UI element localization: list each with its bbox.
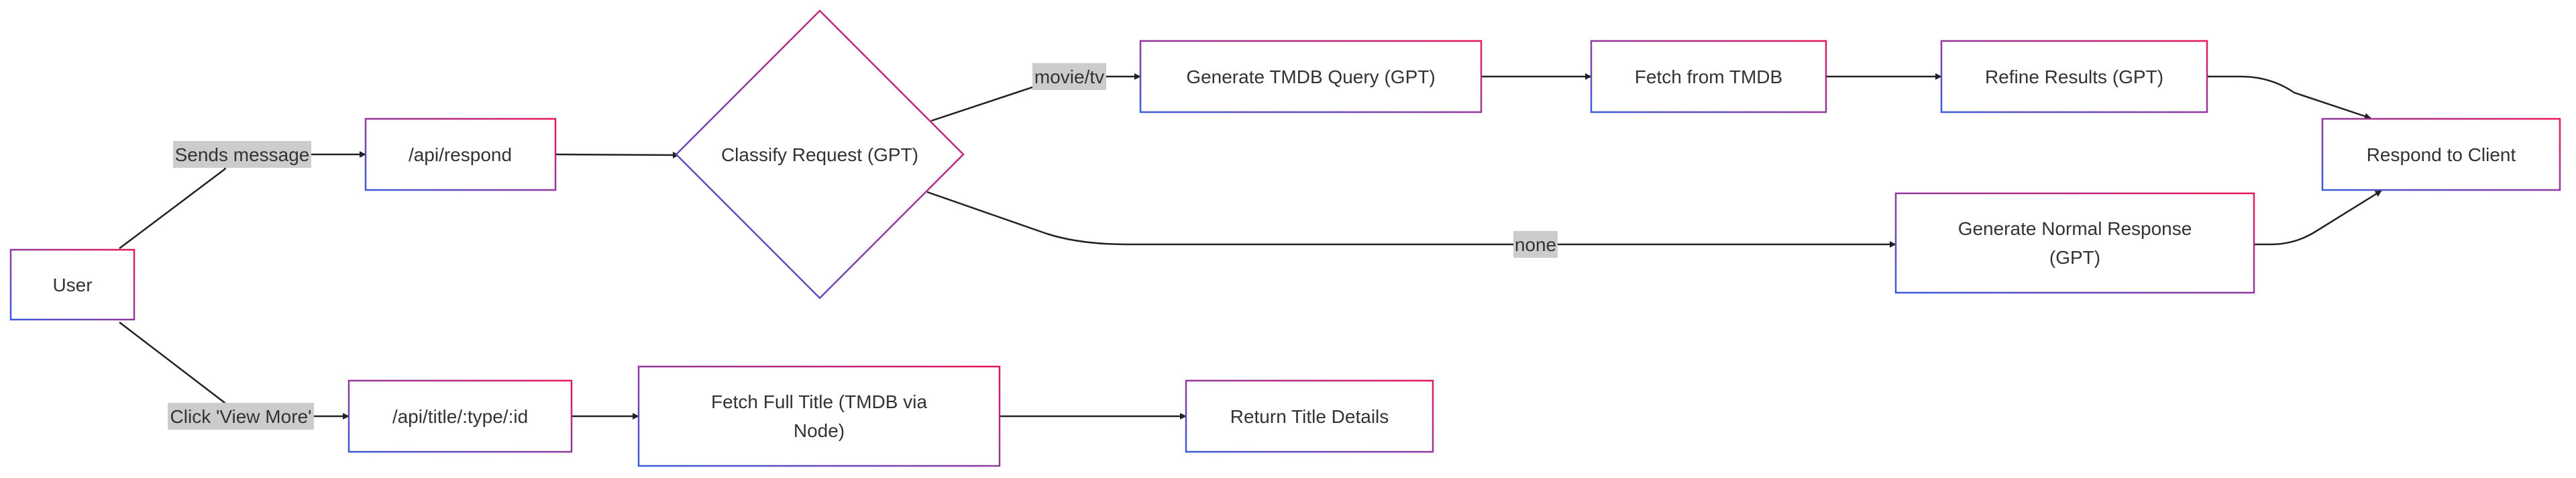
node-return-title-details[interactable]: Return Title Details — [1185, 379, 1434, 453]
node-refine-results[interactable]: Refine Results (GPT) — [1940, 40, 2208, 113]
node-user[interactable]: User — [9, 248, 136, 321]
edge-label-click-view-more: Click 'View More' — [168, 403, 314, 430]
node-api-title[interactable]: /api/title/:type/:id — [347, 379, 573, 453]
node-generate-normal-response-label-line2: (GPT) — [2049, 247, 2100, 268]
node-respond-to-client[interactable]: Respond to Client — [2321, 117, 2561, 191]
edge-refine-to-respond-client — [2207, 75, 2371, 120]
edge-label-none-text: none — [1515, 234, 1556, 255]
node-refine-results-label: Refine Results (GPT) — [1985, 66, 2163, 87]
node-fetch-full-title-label-line2: Node) — [794, 420, 845, 441]
edge-label-sends-message: Sends message — [173, 141, 311, 168]
edge-user-to-api-title — [119, 322, 350, 420]
node-api-respond-label: /api/respond — [409, 144, 512, 165]
nodes: User /api/respond Classify Request (GPT)… — [9, 9, 2561, 467]
edge-label-movie-tv: movie/tv — [1032, 63, 1106, 90]
node-classify-request-label: Classify Request (GPT) — [721, 144, 918, 165]
node-user-label: User — [52, 275, 92, 295]
node-api-title-label: /api/title/:type/:id — [392, 406, 528, 427]
node-respond-to-client-label: Respond to Client — [2367, 144, 2516, 165]
edge-label-movie-tv-text: movie/tv — [1034, 66, 1104, 87]
edge-label-sends-message-text: Sends message — [175, 144, 310, 165]
node-generate-normal-response-label-line1: Generate Normal Response — [1958, 218, 2192, 239]
node-fetch-from-tmdb[interactable]: Fetch from TMDB — [1590, 40, 1827, 113]
node-classify-request[interactable]: Classify Request (GPT) — [675, 9, 965, 299]
node-fetch-full-title[interactable]: Fetch Full Title (TMDB via Node) — [637, 365, 1001, 467]
edge-gen-normal-to-respond-client — [2254, 189, 2382, 246]
node-generate-normal-response[interactable]: Generate Normal Response (GPT) — [1894, 192, 2255, 294]
node-return-title-details-label: Return Title Details — [1230, 406, 1389, 427]
edge-user-to-api-respond — [119, 151, 366, 249]
edge-classify-to-gen-normal — [926, 191, 1896, 248]
node-generate-tmdb-query-label: Generate TMDB Query (GPT) — [1186, 66, 1435, 87]
edge-label-none: none — [1513, 231, 1558, 258]
edge-api-respond-to-classify — [555, 151, 680, 158]
node-api-respond[interactable]: /api/respond — [364, 117, 557, 191]
node-generate-tmdb-query[interactable]: Generate TMDB Query (GPT) — [1139, 40, 1483, 113]
node-fetch-full-title-label-line1: Fetch Full Title (TMDB via — [711, 391, 927, 412]
node-fetch-from-tmdb-label: Fetch from TMDB — [1635, 66, 1782, 87]
edge-label-click-view-more-text: Click 'View More' — [170, 406, 312, 427]
edge-labels: Sends message movie/tv none Click 'View … — [168, 63, 1558, 430]
